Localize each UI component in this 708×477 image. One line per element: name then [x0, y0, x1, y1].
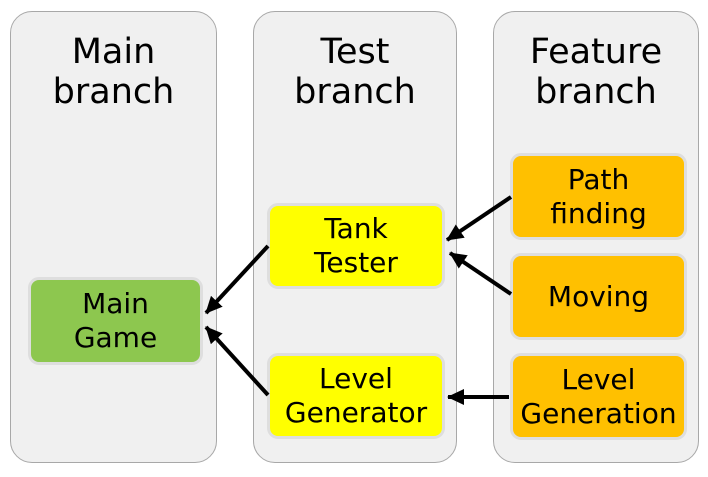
node-label-main-game: Main Game [73, 287, 158, 354]
node-label-level-generator: Level Generator [284, 362, 428, 429]
column-main-branch: Main branch [10, 11, 217, 463]
node-path-finding: Path finding [510, 153, 687, 240]
column-title-main-branch: Main branch [52, 32, 175, 112]
node-label-path-finding: Path finding [550, 162, 647, 230]
node-label-level-generation: Level Generation [520, 362, 677, 430]
node-level-generation: Level Generation [510, 353, 687, 440]
column-title-feature-branch: Feature branch [529, 32, 663, 112]
column-title-test-branch: Test branch [294, 32, 416, 112]
node-moving: Moving [510, 253, 687, 340]
node-main-game: Main Game [28, 277, 203, 365]
node-label-moving: Moving [547, 279, 650, 313]
node-level-generator: Level Generator [267, 353, 445, 439]
node-label-tank-tester: Tank Tester [314, 212, 398, 279]
node-tank-tester: Tank Tester [267, 203, 445, 289]
